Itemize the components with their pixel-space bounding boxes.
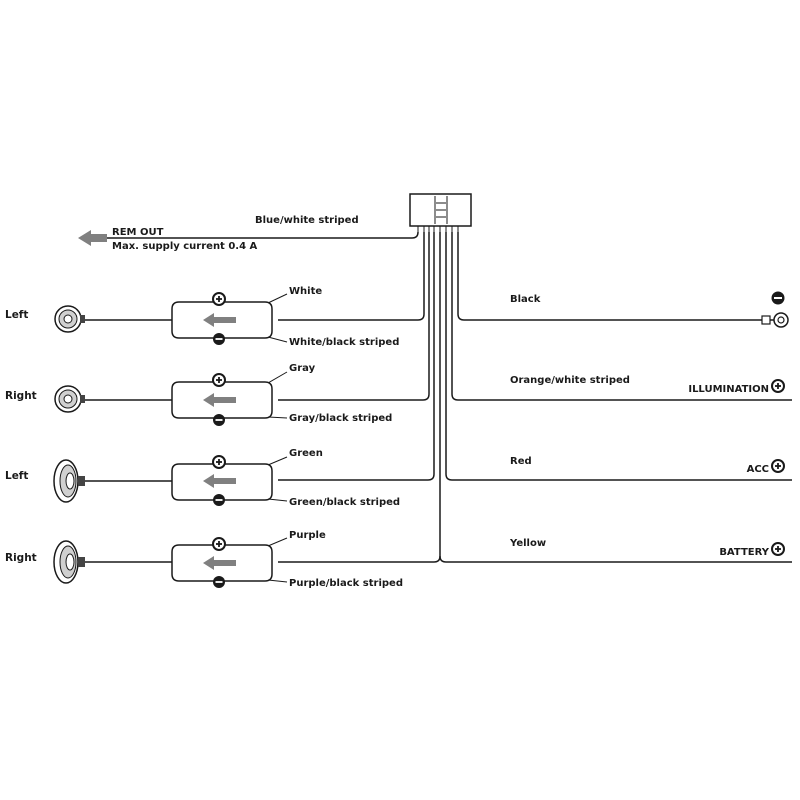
speaker-row-3: Left Green Green/black striped	[5, 448, 428, 508]
plus-terminal-icon	[212, 373, 226, 387]
plus-terminal-icon	[771, 542, 785, 556]
power-row-ground: Black	[464, 291, 789, 328]
plus-wire-label: White	[289, 286, 322, 297]
minus-terminal-icon	[213, 494, 225, 506]
terminal-label: ACC	[747, 464, 769, 475]
minus-wire-label: Purple/black striped	[289, 578, 403, 589]
minus-wire-label: Gray/black striped	[289, 413, 392, 424]
tweeter-speaker-icon	[54, 305, 85, 333]
left-arrow-icon	[203, 313, 236, 327]
plus-terminal-icon	[212, 292, 226, 306]
minus-wire-label: White/black striped	[289, 337, 399, 348]
plus-terminal-icon	[771, 379, 785, 393]
power-wire-label: Yellow	[509, 538, 546, 549]
speaker-wire-bundle	[417, 232, 441, 563]
speaker-side-label: Right	[5, 552, 37, 564]
minus-terminal-icon	[213, 576, 225, 588]
power-wire-bundle	[439, 232, 465, 563]
rem-out-wire-label: Blue/white striped	[255, 215, 359, 226]
tweeter-speaker-icon	[54, 385, 85, 413]
speaker-row-1: Left White White/black striped	[5, 286, 418, 348]
terminal-label: ILLUMINATION	[688, 384, 769, 395]
plus-wire-label: Purple	[289, 530, 326, 541]
rem-out-connection: REM OUT Max. supply current 0.4 A Blue/w…	[78, 215, 419, 252]
power-wire-label: Black	[510, 294, 541, 305]
left-arrow-icon	[203, 393, 236, 407]
minus-terminal-icon	[213, 333, 225, 345]
speaker-row-2: Right Gray Gray/black striped	[5, 363, 423, 426]
plus-terminal-icon	[212, 537, 226, 551]
power-row-acc: Red ACC	[452, 456, 792, 481]
rem-out-supply-text: Max. supply current 0.4 A	[112, 241, 258, 252]
left-arrow-icon	[203, 556, 236, 570]
plus-terminal-icon	[212, 455, 226, 469]
left-arrow-icon	[78, 230, 107, 246]
terminal-label: BATTERY	[719, 547, 769, 558]
minus-terminal-icon	[771, 291, 785, 305]
rem-out-label: REM OUT	[112, 227, 164, 238]
power-row-battery: Yellow BATTERY	[446, 538, 792, 563]
plus-wire-label: Gray	[289, 363, 316, 374]
harness-connector	[409, 193, 472, 232]
speaker-side-label: Left	[5, 470, 28, 482]
speaker-side-label: Left	[5, 309, 28, 321]
speaker-row-4: Right Purple Purple/black striped	[5, 530, 434, 589]
plus-wire-label: Green	[289, 448, 323, 459]
plus-terminal-icon	[771, 459, 785, 473]
power-wire-label: Orange/white striped	[510, 375, 630, 386]
left-arrow-icon	[203, 474, 236, 488]
minus-terminal-icon	[213, 414, 225, 426]
speaker-side-label: Right	[5, 390, 37, 402]
minus-wire-label: Green/black striped	[289, 497, 400, 508]
ground-terminal-icon	[761, 312, 789, 328]
oval-speaker-icon	[53, 459, 85, 503]
power-wire-label: Red	[510, 456, 532, 467]
oval-speaker-icon	[53, 540, 85, 584]
power-row-illumination: Orange/white striped ILLUMINATION	[458, 375, 792, 401]
